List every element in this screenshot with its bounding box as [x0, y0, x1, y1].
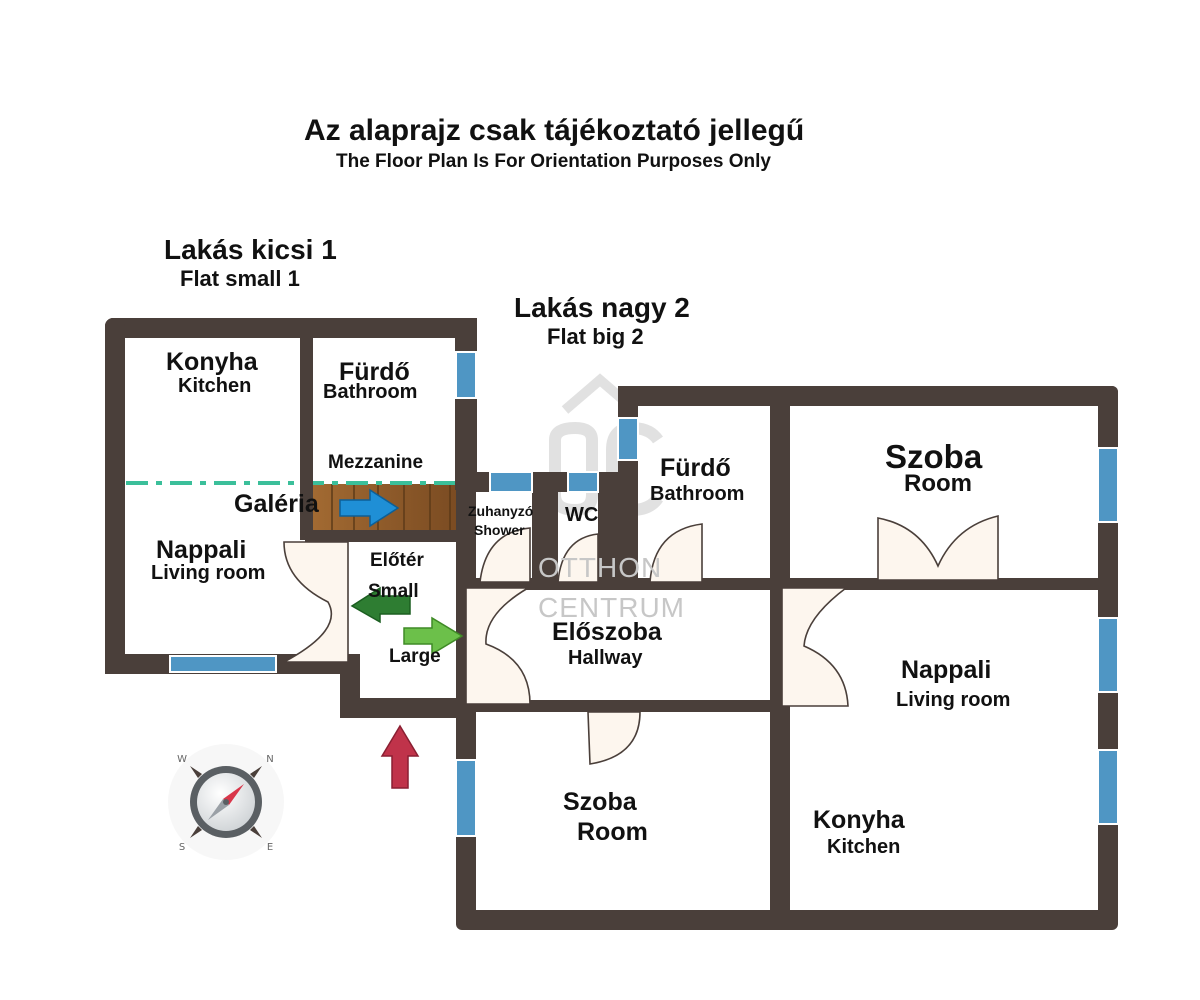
- room-big-room-bottom-en: Room: [577, 818, 648, 846]
- room-big-kitchen: Konyha: [813, 806, 905, 834]
- room-shower: Zuhanyzó: [468, 503, 534, 519]
- label-eloter-small: Small: [368, 581, 419, 602]
- arrow-galeria: [339, 488, 400, 528]
- room-big-bathroom-en: Bathroom: [650, 483, 745, 505]
- compass-s: S: [179, 842, 185, 853]
- window-big-room-bottom: [455, 759, 477, 837]
- door-shower: [479, 527, 531, 583]
- door-big-bathroom: [649, 523, 703, 583]
- window-shower-b: [567, 471, 599, 493]
- window-shower-a: [489, 471, 533, 493]
- window-small-bathroom: [455, 351, 477, 399]
- room-small-living-en: Living room: [151, 562, 266, 584]
- window-big-bathroom: [617, 417, 639, 461]
- room-small-kitchen: Konyha: [166, 348, 258, 376]
- room-hallway-en: Hallway: [568, 647, 643, 669]
- room-big-living: Nappali: [901, 656, 992, 684]
- label-mezzanine: Mezzanine: [328, 452, 424, 473]
- door-big-room-top: [877, 514, 999, 581]
- window-big-living-a: [1097, 617, 1119, 693]
- door-big-living: [781, 587, 849, 707]
- room-big-room-top-en: Room: [904, 470, 972, 497]
- doors: [283, 514, 999, 765]
- compass-n: N: [266, 754, 273, 765]
- watermark-otthon: OTTHON: [538, 552, 663, 583]
- compass: W N S E: [168, 744, 284, 860]
- entrance-arrow: [380, 724, 420, 789]
- window-big-living-b: [1097, 749, 1119, 825]
- room-big-bathroom: Fürdő: [660, 454, 731, 482]
- room-big-room-top: Szoba: [885, 438, 983, 475]
- arrow-small: [350, 586, 411, 624]
- label-eloter-large: Large: [389, 646, 441, 667]
- flat-big-subtitle: Flat big 2: [547, 324, 644, 349]
- watermark-centrum: CENTRUM: [538, 592, 685, 623]
- room-shower-en: Shower: [474, 522, 525, 538]
- compass-w: W: [177, 754, 187, 765]
- room-eloter: Előtér: [370, 550, 424, 571]
- room-small-bathroom-en: Bathroom: [323, 381, 418, 403]
- flat-small-title: Lakás kicsi 1: [164, 234, 337, 265]
- window-big-room-top: [1097, 447, 1119, 523]
- room-big-living-en: Living room: [896, 689, 1011, 711]
- room-big-room-bottom: Szoba: [563, 788, 637, 816]
- room-hallway: Előszoba: [552, 618, 662, 646]
- room-small-living: Nappali: [156, 536, 247, 564]
- door-small-living: [283, 541, 349, 663]
- window-small-living: [169, 655, 277, 673]
- door-hallway-entrance: [465, 587, 531, 705]
- door-big-room-bottom: [587, 711, 641, 765]
- page-subtitle: The Floor Plan Is For Orientation Purpos…: [336, 151, 771, 172]
- compass-e: E: [267, 842, 273, 853]
- room-small-bathroom: Fürdő: [339, 358, 410, 386]
- flat-big-title: Lakás nagy 2: [514, 292, 690, 323]
- room-small-kitchen-en: Kitchen: [178, 375, 252, 397]
- windows: [169, 351, 1119, 837]
- door-wc: [557, 533, 599, 583]
- flat-small-subtitle: Flat small 1: [180, 266, 300, 291]
- room-big-kitchen-en: Kitchen: [827, 836, 901, 858]
- page-title: Az alaprajz csak tájékoztató jellegű: [304, 114, 805, 147]
- room-wc: WC: [565, 504, 599, 526]
- arrow-large: [403, 616, 464, 656]
- label-galeria: Galéria: [234, 490, 319, 518]
